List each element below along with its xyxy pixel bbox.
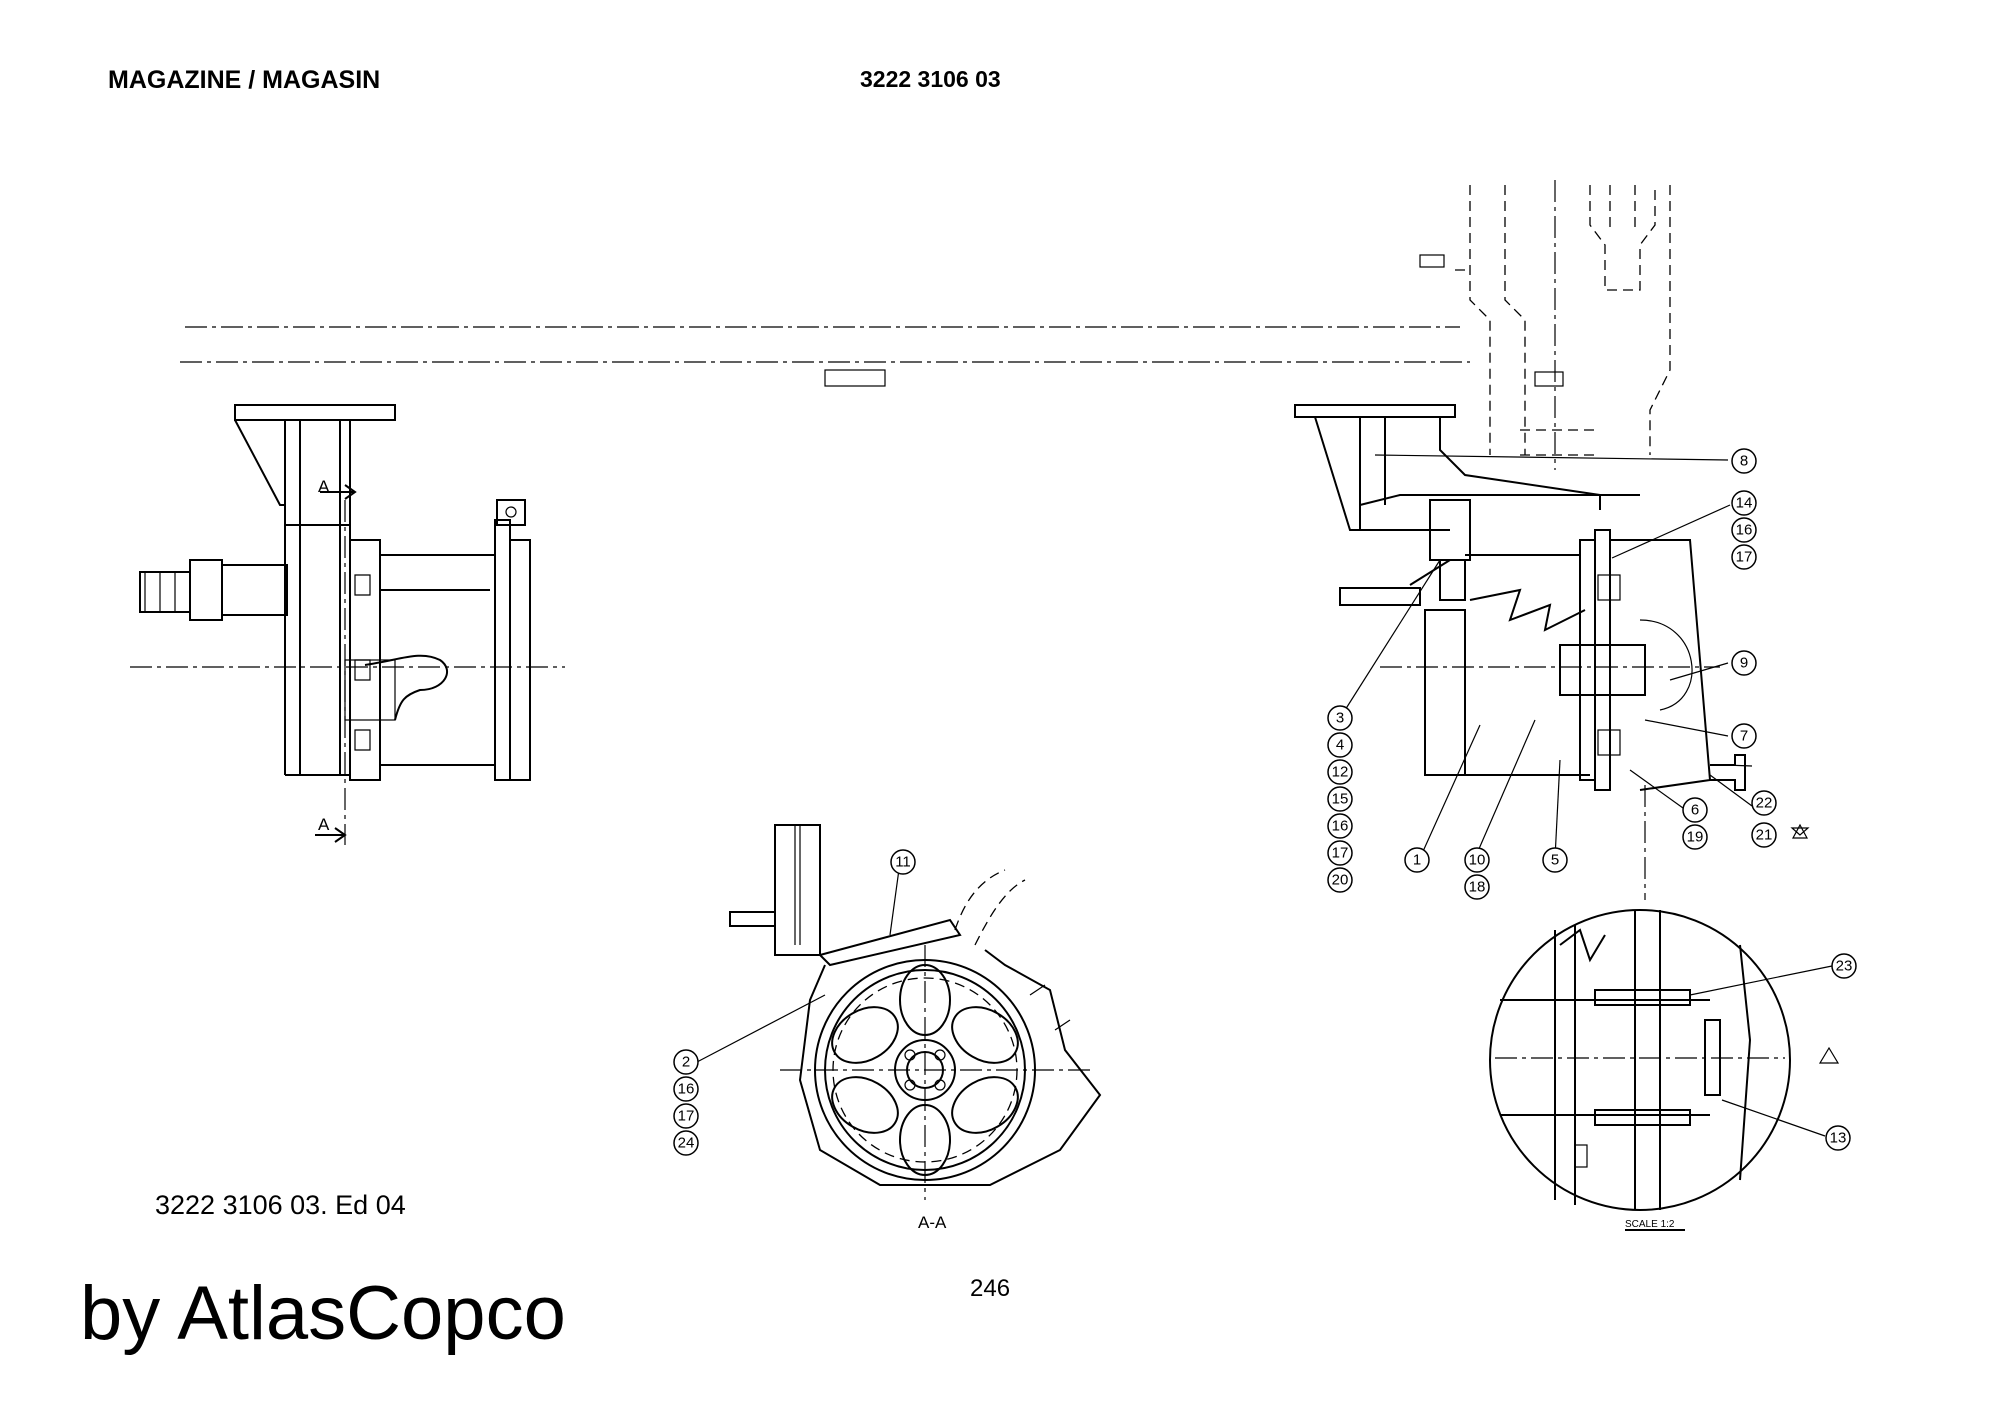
balloon-7: 7: [1731, 723, 1757, 749]
svg-text:3: 3: [1336, 710, 1344, 727]
svg-text:9: 9: [1740, 655, 1748, 672]
balloon-17: 17: [1731, 544, 1757, 570]
side-view-left: A A: [130, 404, 565, 845]
balloon-24: 24: [673, 1130, 699, 1156]
phantom-tower: [1419, 180, 1671, 470]
leader-lines: [696, 454, 1833, 1137]
section-mark-top: A: [318, 477, 330, 496]
balloon-9: 9: [1731, 650, 1757, 676]
section-label: A-A: [918, 1213, 947, 1232]
balloon-20: 20: [1327, 867, 1353, 893]
balloon-16: 16: [1327, 813, 1353, 839]
svg-text:24: 24: [678, 1135, 695, 1152]
svg-text:12: 12: [1332, 764, 1349, 781]
balloon-12: 12: [1327, 759, 1353, 785]
warning-icons: [1790, 823, 1840, 1064]
detail-view: SCALE 1:2: [1489, 909, 1791, 1231]
balloon-5: 5: [1542, 847, 1568, 873]
balloon-13: 13: [1825, 1125, 1851, 1151]
balloon-15: 15: [1327, 786, 1353, 812]
balloon-22: 22: [1751, 790, 1777, 816]
svg-text:16: 16: [678, 1081, 695, 1098]
svg-text:2: 2: [682, 1054, 690, 1071]
svg-text:17: 17: [1736, 549, 1753, 566]
balloon-16: 16: [673, 1076, 699, 1102]
svg-text:20: 20: [1332, 872, 1349, 889]
svg-text:23: 23: [1836, 958, 1853, 975]
scale-label: SCALE 1:2: [1625, 1219, 1675, 1230]
item-balloons: 8 14 16 17 9 7 3 4 12 15 16 17 20 1 10 1…: [673, 448, 1857, 1156]
reference-centerlines: [180, 326, 1564, 387]
balloon-23: 23: [1831, 953, 1857, 979]
balloon-11: 11: [890, 849, 916, 875]
svg-text:6: 6: [1691, 802, 1699, 819]
part-number: 3222 3106 03: [860, 66, 1001, 92]
edition-label: 3222 3106 03. Ed 04: [155, 1190, 406, 1220]
balloon-14: 14: [1731, 490, 1757, 516]
svg-text:17: 17: [1332, 845, 1349, 862]
balloon-21: 21: [1751, 822, 1777, 848]
svg-text:17: 17: [678, 1108, 695, 1125]
svg-text:1: 1: [1413, 852, 1421, 869]
svg-text:14: 14: [1736, 495, 1753, 512]
balloon-2: 2: [673, 1049, 699, 1075]
balloon-18: 18: [1464, 874, 1490, 900]
balloon-8: 8: [1731, 448, 1757, 474]
svg-text:19: 19: [1687, 829, 1704, 846]
balloon-1: 1: [1404, 847, 1430, 873]
svg-text:8: 8: [1740, 453, 1748, 470]
balloon-3: 3: [1327, 705, 1353, 731]
section-view-a-a: A-A: [729, 824, 1102, 1232]
svg-text:10: 10: [1469, 852, 1486, 869]
balloon-17: 17: [1327, 840, 1353, 866]
svg-text:18: 18: [1469, 879, 1486, 896]
balloon-6: 6: [1682, 797, 1708, 823]
warning-triangle-icon: [1790, 823, 1810, 839]
front-view-right: [1294, 404, 1746, 900]
balloon-4: 4: [1327, 732, 1353, 758]
balloon-16: 16: [1731, 517, 1757, 543]
svg-text:11: 11: [895, 854, 911, 871]
svg-text:7: 7: [1740, 728, 1748, 745]
section-mark-bottom: A: [318, 815, 330, 834]
warning-triangle-icon: [1818, 1046, 1840, 1064]
svg-text:22: 22: [1756, 795, 1773, 812]
svg-text:21: 21: [1756, 827, 1773, 844]
balloon-17: 17: [673, 1103, 699, 1129]
svg-text:16: 16: [1332, 818, 1349, 835]
svg-text:15: 15: [1332, 791, 1349, 808]
svg-text:4: 4: [1336, 737, 1344, 754]
brand-watermark: by AtlasCopco: [80, 1271, 566, 1356]
balloon-19: 19: [1682, 824, 1708, 850]
svg-text:16: 16: [1736, 522, 1753, 539]
svg-text:5: 5: [1551, 852, 1559, 869]
balloon-10: 10: [1464, 847, 1490, 873]
page-number: 246: [970, 1275, 1011, 1302]
page-title: MAGAZINE / MAGASIN: [108, 66, 381, 94]
svg-text:13: 13: [1830, 1130, 1847, 1147]
